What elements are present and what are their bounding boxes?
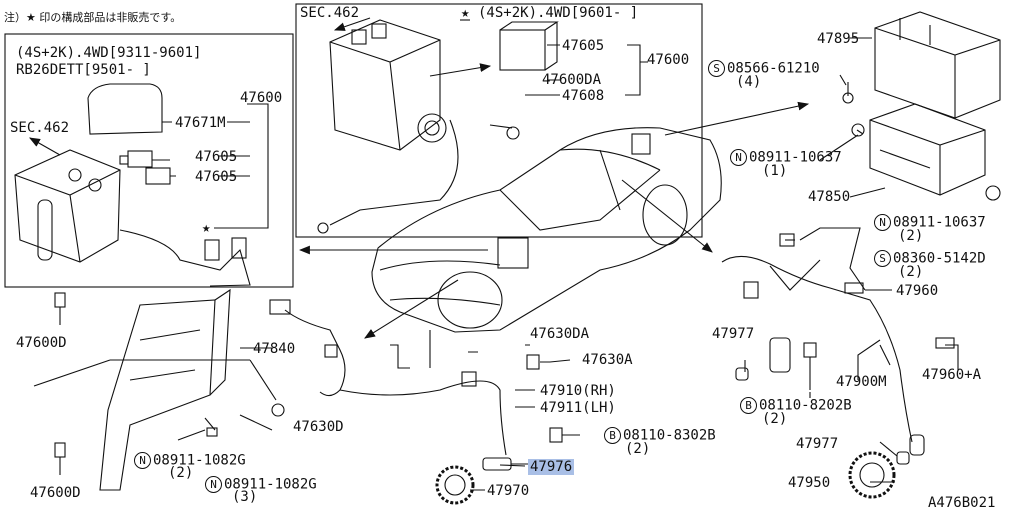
left-box-spec-line1: (4S+2K).4WD[9311-9601] xyxy=(16,45,202,61)
left-box-spec-line2: RB26DETT[9501- ] xyxy=(16,62,151,78)
part-47976[interactable]: 47976 xyxy=(528,459,575,475)
rear-harness-shape xyxy=(721,255,913,443)
part-47895[interactable]: 47895 xyxy=(817,31,860,47)
part-47630D[interactable]: 47630D xyxy=(293,419,344,435)
qty-08911-1082G-a: (2) xyxy=(168,465,194,481)
part-47910-rh[interactable]: 47910(RH) xyxy=(540,383,616,399)
actuator-unit-shape xyxy=(14,149,121,263)
part-47900M[interactable]: 47900M xyxy=(836,374,887,390)
n-symbol-icon: N xyxy=(134,452,151,469)
part-47605-top[interactable]: 47605 xyxy=(562,38,605,54)
rear-tone-ring-shape xyxy=(848,451,896,499)
part-47600D-b[interactable]: 47600D xyxy=(30,485,81,501)
qty-08566-61210: (4) xyxy=(736,74,762,90)
qty-08360-5142D: (2) xyxy=(898,264,924,280)
part-47840[interactable]: 47840 xyxy=(253,341,296,357)
sensor-shape xyxy=(482,457,512,471)
part-47605-a[interactable]: 47605 xyxy=(195,149,238,165)
ground-wire-shape xyxy=(329,119,459,226)
s-symbol-icon: S xyxy=(708,60,725,77)
n-symbol-icon: N xyxy=(205,476,222,493)
part-47600-left[interactable]: 47600 xyxy=(240,90,283,106)
b-symbol-icon: B xyxy=(604,427,621,444)
part-47950[interactable]: 47950 xyxy=(788,475,831,491)
star-mark-left: ★ xyxy=(202,220,211,236)
part-47630DA[interactable]: 47630DA xyxy=(530,326,590,342)
selected-highlight: 47976 xyxy=(528,459,575,475)
part-47911-lh[interactable]: 47911(LH) xyxy=(540,400,616,416)
figure-id: A476B021 xyxy=(928,495,996,510)
qty-08911-10637-b: (2) xyxy=(898,228,924,244)
sec-ref-left: SEC.462 xyxy=(10,120,70,136)
qty-08911-10637-a: (1) xyxy=(762,163,788,179)
relay-shape xyxy=(499,29,546,71)
relay-shape xyxy=(145,167,171,185)
qty-08110-8302B: (2) xyxy=(625,441,651,457)
part-47600-top[interactable]: 47600 xyxy=(647,52,690,68)
qty-08911-1082G-b: (3) xyxy=(232,489,258,505)
control-unit-shape xyxy=(874,11,1001,119)
vehicle-outline xyxy=(371,127,722,333)
b-symbol-icon: B xyxy=(740,397,757,414)
actuator-unit-shape xyxy=(329,19,441,151)
part-47970[interactable]: 47970 xyxy=(487,483,530,499)
part-47960[interactable]: 47960 xyxy=(896,283,939,299)
s-symbol-icon: S xyxy=(874,250,891,267)
control-unit-lower-shape xyxy=(869,103,986,196)
relay-cover-shape xyxy=(87,83,163,135)
bracket-shape xyxy=(99,299,216,491)
sec-ref-top: SEC.462 xyxy=(300,5,360,21)
tone-ring-shape xyxy=(435,465,475,505)
top-box-spec: (4S+2K).4WD[9601- ] xyxy=(478,5,639,21)
top-detail-box xyxy=(295,3,703,238)
part-47600D-a[interactable]: 47600D xyxy=(16,335,67,351)
part-47600DA[interactable]: 47600DA xyxy=(542,72,602,88)
relay-shape xyxy=(127,150,153,168)
rear-sensor-shape xyxy=(909,434,925,456)
harness-shape xyxy=(119,229,251,287)
qty-08110-8202B: (2) xyxy=(762,411,788,427)
part-47605-b[interactable]: 47605 xyxy=(195,169,238,185)
left-detail-box xyxy=(4,33,294,288)
part-47977-a[interactable]: 47977 xyxy=(712,326,755,342)
non-sale-note: 注）★ 印の構成部品は非販売です。 xyxy=(4,11,182,24)
sensor-harness-shape xyxy=(284,309,346,397)
star-mark-top: ★ xyxy=(461,5,470,21)
part-47977-b[interactable]: 47977 xyxy=(796,436,839,452)
n-symbol-icon: N xyxy=(730,149,747,166)
part-47960-plus-a[interactable]: 47960+A xyxy=(922,367,982,383)
part-47630A[interactable]: 47630A xyxy=(582,352,633,368)
part-47608[interactable]: 47608 xyxy=(562,88,605,104)
n-symbol-icon: N xyxy=(874,214,891,231)
part-47850[interactable]: 47850 xyxy=(808,189,851,205)
part-47671M[interactable]: 47671M xyxy=(175,115,226,131)
